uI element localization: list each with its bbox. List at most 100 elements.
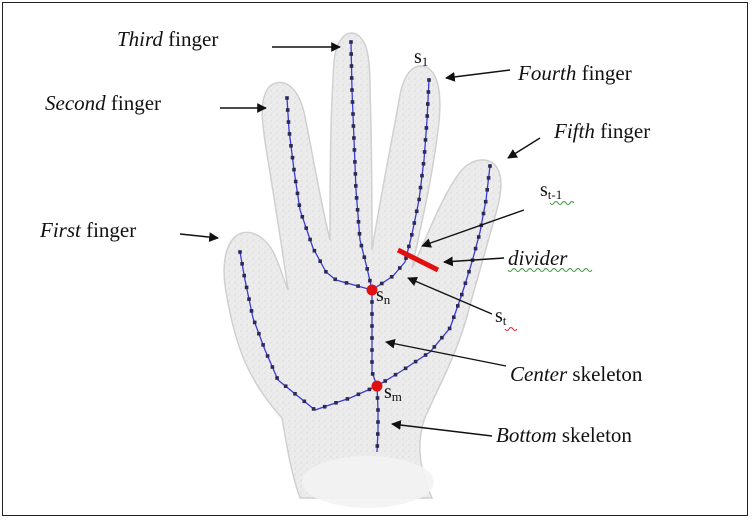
arrow-first bbox=[180, 234, 218, 238]
skeleton-node bbox=[417, 198, 421, 202]
skeleton-node bbox=[245, 286, 249, 290]
skeleton-node bbox=[345, 281, 349, 285]
skeleton-node bbox=[376, 396, 380, 400]
skeleton-node bbox=[324, 270, 328, 274]
label-fifth-finger: Fifth finger bbox=[553, 119, 650, 143]
skeleton-node bbox=[350, 64, 354, 68]
label-first-finger: First finger bbox=[39, 218, 136, 242]
skeleton-node bbox=[266, 354, 270, 358]
skeleton-node bbox=[390, 275, 394, 279]
skeleton-node bbox=[368, 388, 372, 392]
skeleton-node bbox=[484, 200, 488, 204]
skeleton-node bbox=[448, 327, 452, 331]
arrow-fourth bbox=[446, 70, 510, 78]
skeleton-node bbox=[350, 76, 354, 80]
skeleton-node bbox=[275, 376, 279, 380]
skeleton-node bbox=[370, 324, 374, 328]
hand-silhouette bbox=[224, 33, 501, 508]
skeleton-node bbox=[394, 373, 398, 377]
skeleton-node bbox=[482, 212, 486, 216]
skeleton-node bbox=[360, 244, 364, 248]
skeleton-node bbox=[350, 88, 354, 92]
skeleton-node bbox=[333, 278, 337, 282]
skeleton-node bbox=[427, 78, 431, 82]
skeleton-node bbox=[356, 208, 360, 212]
skeleton-node bbox=[456, 304, 460, 308]
skeleton-node bbox=[427, 90, 431, 94]
skeleton-node bbox=[298, 203, 302, 207]
point-label-st-1: st-1 bbox=[540, 179, 562, 202]
skeleton-node bbox=[288, 132, 292, 136]
skeleton-node bbox=[363, 255, 367, 259]
arrow-fifth bbox=[508, 138, 540, 158]
skeleton-node bbox=[426, 102, 430, 106]
skeleton-node bbox=[296, 192, 300, 196]
point-label-s1: s1 bbox=[414, 46, 428, 69]
skeleton-node bbox=[410, 233, 414, 237]
label-bottom-skeleton: Bottom skeleton bbox=[496, 423, 632, 447]
skeleton-node bbox=[313, 249, 317, 253]
skeleton-node bbox=[304, 226, 308, 230]
skeleton-node bbox=[351, 100, 355, 104]
skeleton-node bbox=[398, 266, 402, 270]
skeleton-node bbox=[419, 186, 423, 190]
skeleton-node bbox=[271, 365, 275, 369]
skeleton-node bbox=[250, 309, 254, 313]
skeleton-node bbox=[404, 367, 408, 371]
skeleton-node bbox=[289, 144, 293, 148]
skeleton-node bbox=[352, 136, 356, 140]
point-label-st: st bbox=[495, 305, 507, 328]
skeleton-node bbox=[440, 336, 444, 340]
skeleton-node bbox=[415, 210, 419, 214]
label-fourth-finger: Fourth finger bbox=[517, 61, 632, 85]
skeleton-node bbox=[452, 315, 456, 319]
skeleton-node bbox=[285, 96, 289, 100]
skeleton-node bbox=[301, 215, 305, 219]
skeleton-node bbox=[292, 168, 296, 172]
label-center-skeleton: Center skeleton bbox=[510, 362, 643, 386]
skeleton-node bbox=[303, 400, 307, 404]
skeleton-node bbox=[349, 40, 353, 44]
label-second-finger: Second finger bbox=[45, 91, 161, 115]
skeleton-node bbox=[407, 245, 411, 249]
skeleton-node bbox=[370, 312, 374, 316]
skeleton-node bbox=[352, 124, 356, 128]
skeleton-node bbox=[460, 293, 464, 297]
skeleton-node bbox=[287, 120, 291, 124]
skeleton-node bbox=[424, 353, 428, 357]
skeleton-node bbox=[433, 345, 437, 349]
skeleton-node bbox=[425, 114, 429, 118]
skeleton-node bbox=[357, 220, 361, 224]
skeleton-node bbox=[240, 262, 244, 266]
skeleton-node bbox=[474, 247, 478, 251]
skeleton-node bbox=[488, 164, 492, 168]
skeleton-node bbox=[370, 360, 374, 364]
skeleton-node bbox=[356, 284, 360, 288]
skeleton-node bbox=[376, 408, 380, 412]
skeleton-node bbox=[253, 321, 257, 325]
skeleton-node bbox=[422, 162, 426, 166]
skeleton-node bbox=[413, 221, 417, 225]
skeleton-node bbox=[414, 360, 418, 364]
skeleton-node bbox=[323, 405, 327, 409]
key-point-sm bbox=[372, 381, 383, 392]
skeleton-node bbox=[261, 343, 265, 347]
skeleton-node bbox=[358, 232, 362, 236]
label-divider: divider bbox=[508, 246, 568, 270]
skeleton-node bbox=[368, 279, 372, 283]
skeleton-node bbox=[312, 407, 316, 411]
skeleton-node bbox=[365, 267, 369, 271]
spellcheck-underline-st bbox=[505, 328, 517, 331]
skeleton-node bbox=[351, 112, 355, 116]
skeleton-node bbox=[242, 274, 246, 278]
skeleton-node bbox=[291, 156, 295, 160]
skeleton-node bbox=[318, 259, 322, 263]
skeleton-node bbox=[353, 160, 357, 164]
skeleton-node bbox=[464, 281, 468, 285]
label-third-finger: Third finger bbox=[117, 27, 218, 51]
skeleton-node bbox=[247, 297, 251, 301]
skeleton-node bbox=[353, 148, 357, 152]
skeleton-node bbox=[371, 372, 375, 376]
skeleton-node bbox=[349, 52, 353, 56]
